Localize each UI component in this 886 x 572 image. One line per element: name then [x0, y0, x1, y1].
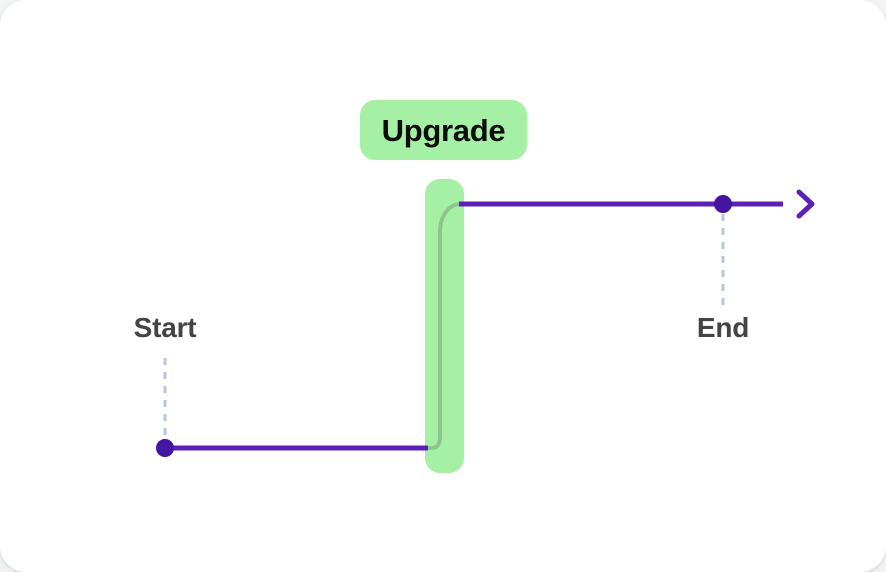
- upgrade-highlight-band: [425, 179, 464, 473]
- upgrade-badge-label: Upgrade: [381, 112, 506, 148]
- path-arrow-head: [796, 189, 815, 219]
- start-label: Start: [133, 312, 197, 343]
- end-label: End: [696, 312, 750, 343]
- start-node-dot[interactable]: [156, 439, 174, 457]
- upgrade-curve: [426, 202, 466, 450]
- end-node-dot[interactable]: [714, 195, 732, 213]
- upgrade-badge[interactable]: Upgrade: [360, 100, 527, 160]
